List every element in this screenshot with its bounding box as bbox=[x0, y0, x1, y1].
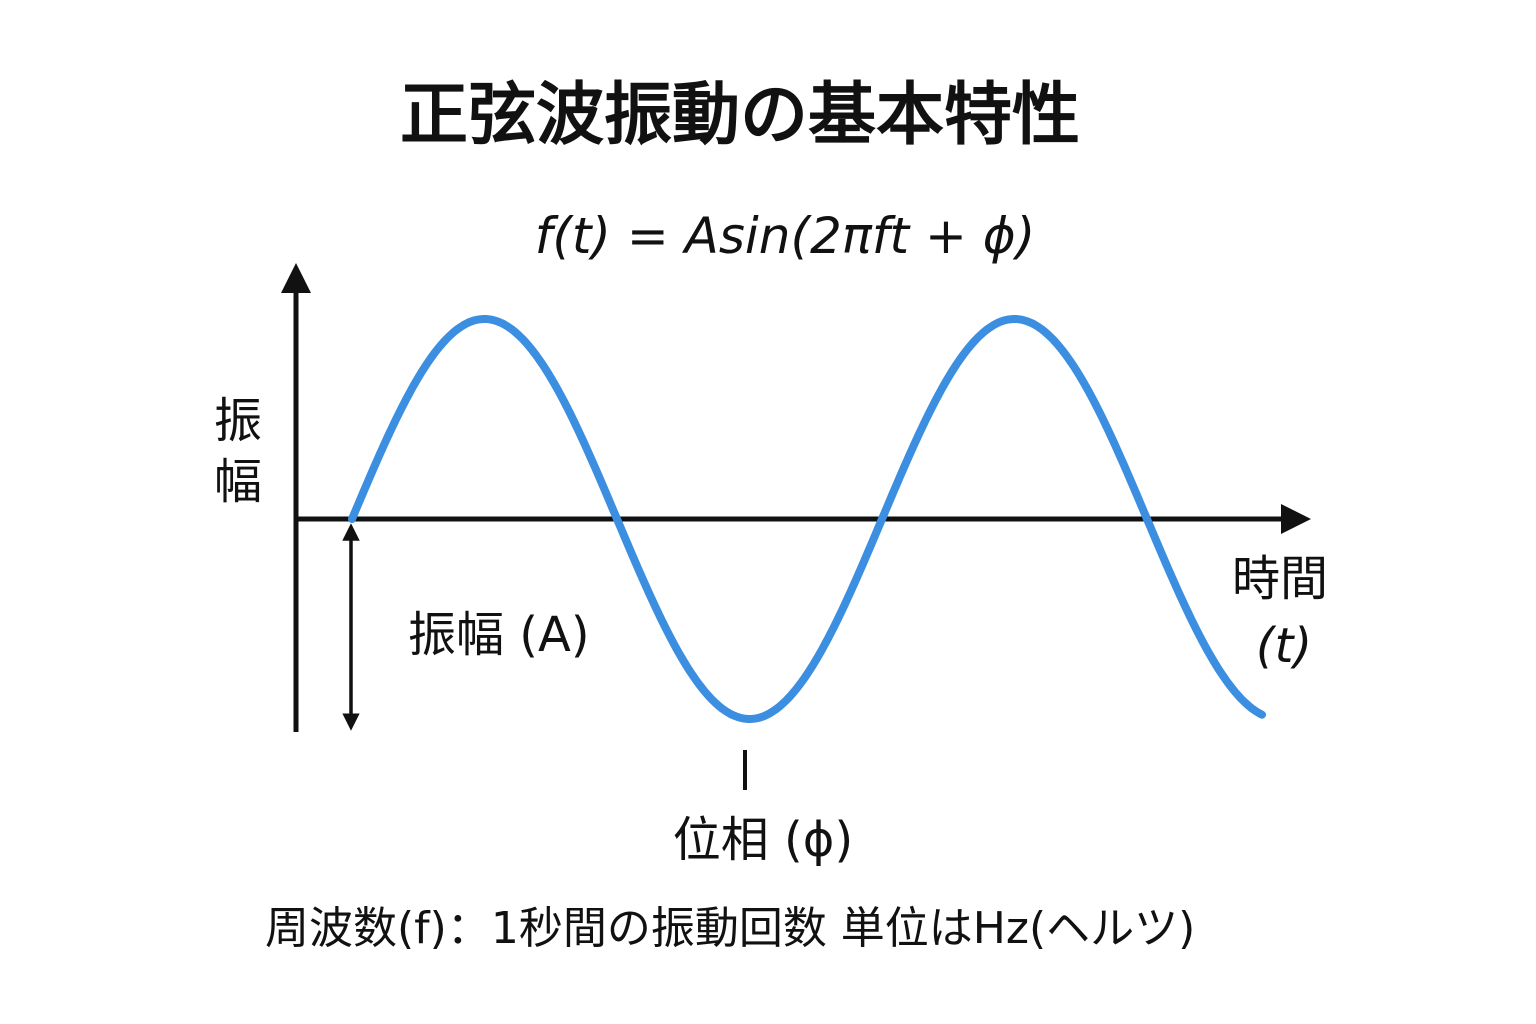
x-axis-label-line2: (t) bbox=[1256, 618, 1312, 674]
phase-label: 位相 (ϕ) bbox=[673, 812, 853, 868]
sine-wave-curve bbox=[348, 315, 1266, 723]
y-axis-label-line2: 幅 bbox=[214, 454, 262, 510]
amplitude-label: 振幅 (A) bbox=[408, 607, 590, 663]
formula: f(t) = Asin(2πft + ϕ) bbox=[535, 207, 1036, 265]
diagram-title: 正弦波振動の基本特性 bbox=[400, 76, 1080, 155]
x-axis-label-line1: 時間 bbox=[1232, 551, 1328, 607]
y-axis-label-line1: 振 bbox=[214, 393, 262, 449]
frequency-note: 周波数(f)：1秒間の振動回数 単位はHz(ヘルツ) bbox=[265, 903, 1195, 954]
